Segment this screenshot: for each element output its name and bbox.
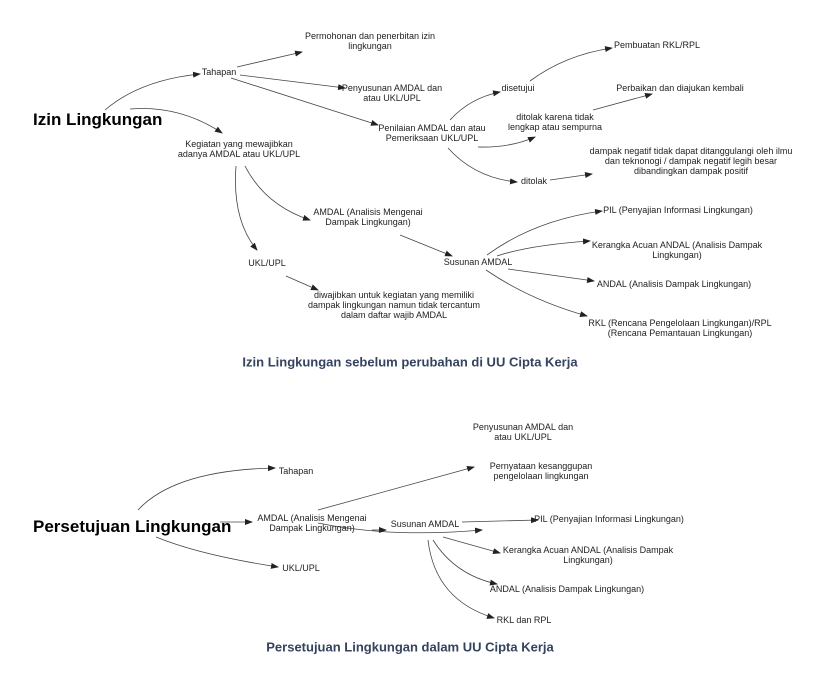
arrow bbox=[239, 74, 346, 91]
arrow bbox=[447, 147, 518, 185]
line: dampak negatif tidak dapat ditanggulangi… bbox=[589, 146, 793, 156]
arrow bbox=[236, 50, 303, 68]
node-ditolak: ditolak bbox=[520, 176, 548, 186]
line: atau UKL/UPL bbox=[494, 432, 552, 442]
arrow bbox=[129, 108, 223, 134]
arrow bbox=[155, 536, 279, 569]
line: (Rencana Pemantauan Lingkungan) bbox=[607, 328, 753, 338]
node-andal: ANDAL (Analisis Dampak Lingkungan) bbox=[596, 279, 752, 289]
node-ukl-upl: UKL/UPL bbox=[248, 258, 286, 268]
arrow bbox=[449, 90, 501, 121]
arrow bbox=[477, 136, 536, 148]
line: Dampak Lingkungan) bbox=[325, 217, 411, 227]
node-dampak-negatif: dampak negatif tidak dapat ditanggulangi… bbox=[590, 146, 793, 176]
line: AMDAL (Analisis Mengenai bbox=[257, 513, 367, 523]
arrow bbox=[317, 465, 475, 511]
node-pil: PIL (Penyajian Informasi Lingkungan) bbox=[603, 205, 753, 215]
root-izin-lingkungan: Izin Lingkungan bbox=[33, 110, 163, 129]
node-tahapan: Tahapan bbox=[201, 67, 237, 77]
arrow bbox=[104, 71, 201, 111]
root-persetujuan-lingkungan: Persetujuan Lingkungan bbox=[33, 517, 232, 536]
line: dalam daftar wajib AMDAL bbox=[340, 310, 448, 320]
arrow bbox=[486, 208, 603, 256]
line: diwajibkan untuk kegiatan yang memiliki bbox=[313, 290, 475, 300]
line: Pernyataan kesanggupan bbox=[489, 461, 593, 471]
arrow bbox=[427, 539, 495, 619]
arrow bbox=[485, 269, 588, 317]
node-andal: ANDAL (Analisis Dampak Lingkungan) bbox=[489, 584, 645, 594]
line: Kerangka Acuan ANDAL (Analisis Dampak bbox=[591, 240, 763, 250]
line: adanya AMDAL atau UKL/UPL bbox=[177, 149, 301, 159]
node-rkl-rpl: RKL (Rencana Pengelolaan Lingkungan)/RPL… bbox=[588, 318, 771, 338]
arrow bbox=[549, 172, 593, 181]
node-disetujui: disetujui bbox=[501, 83, 535, 93]
arrow bbox=[137, 465, 276, 511]
arrow bbox=[507, 268, 595, 284]
node-susunan-amdal: Susunan AMDAL bbox=[443, 257, 513, 267]
arrow bbox=[432, 539, 498, 586]
arrow bbox=[244, 165, 311, 221]
line: dibandingkan dampak positif bbox=[633, 166, 749, 176]
arrow bbox=[230, 77, 379, 126]
caption-after: Persetujuan Lingkungan dalam UU Cipta Ke… bbox=[266, 639, 554, 655]
line: lingkungan bbox=[348, 41, 392, 51]
line: atau UKL/UPL bbox=[363, 93, 421, 103]
arrow bbox=[461, 517, 539, 524]
node-rkl-rpl: RKL dan RPL bbox=[496, 615, 552, 625]
node-pembuatan-rkl-rpl: Pembuatan RKL/RPL bbox=[613, 40, 701, 50]
line: Kegiatan yang mewajibkan bbox=[185, 139, 293, 149]
line: Penyusunan AMDAL dan bbox=[472, 422, 574, 432]
line: Kerangka Acuan ANDAL (Analisis Dampak bbox=[502, 545, 674, 555]
line: Lingkungan) bbox=[563, 555, 613, 565]
arrow bbox=[592, 92, 653, 111]
line: Penilaian AMDAL dan atau bbox=[378, 123, 486, 133]
line: dan teknonogi / dampak negatif legih bes… bbox=[604, 156, 778, 166]
line: lengkap atau sempurna bbox=[507, 122, 603, 132]
line: AMDAL (Analisis Mengenai bbox=[313, 207, 423, 217]
line: Lingkungan) bbox=[652, 250, 702, 260]
arrow bbox=[235, 165, 258, 251]
line: Permohonan dan penerbitan izin bbox=[304, 31, 436, 41]
node-susunan-amdal: Susunan AMDAL bbox=[390, 519, 460, 529]
node-pil: PIL (Penyajian Informasi Lingkungan) bbox=[534, 514, 684, 524]
arrow bbox=[442, 536, 501, 554]
line: RKL (Rencana Pengelolaan Lingkungan)/RPL bbox=[588, 318, 772, 328]
line: ditolak karena tidak bbox=[516, 112, 594, 122]
node-ukl-upl: UKL/UPL bbox=[282, 563, 320, 573]
line: pengelolaan lingkungan bbox=[493, 471, 589, 481]
caption-before: Izin Lingkungan sebelum perubahan di UU … bbox=[242, 354, 578, 370]
arrow bbox=[496, 238, 591, 257]
arrow bbox=[399, 234, 453, 257]
line: Pemeriksaan UKL/UPL bbox=[385, 133, 479, 143]
node-tahapan: Tahapan bbox=[278, 466, 314, 476]
arrow bbox=[529, 46, 613, 82]
line: Dampak Lingkungan) bbox=[269, 523, 355, 533]
arrow bbox=[285, 275, 319, 291]
node-perbaikan: Perbaikan dan diajukan kembali bbox=[616, 83, 744, 93]
line: Penyusunan AMDAL dan bbox=[341, 83, 443, 93]
line: dampak lingkungan namun tidak tercantum bbox=[307, 300, 481, 310]
arrow bbox=[317, 522, 483, 534]
